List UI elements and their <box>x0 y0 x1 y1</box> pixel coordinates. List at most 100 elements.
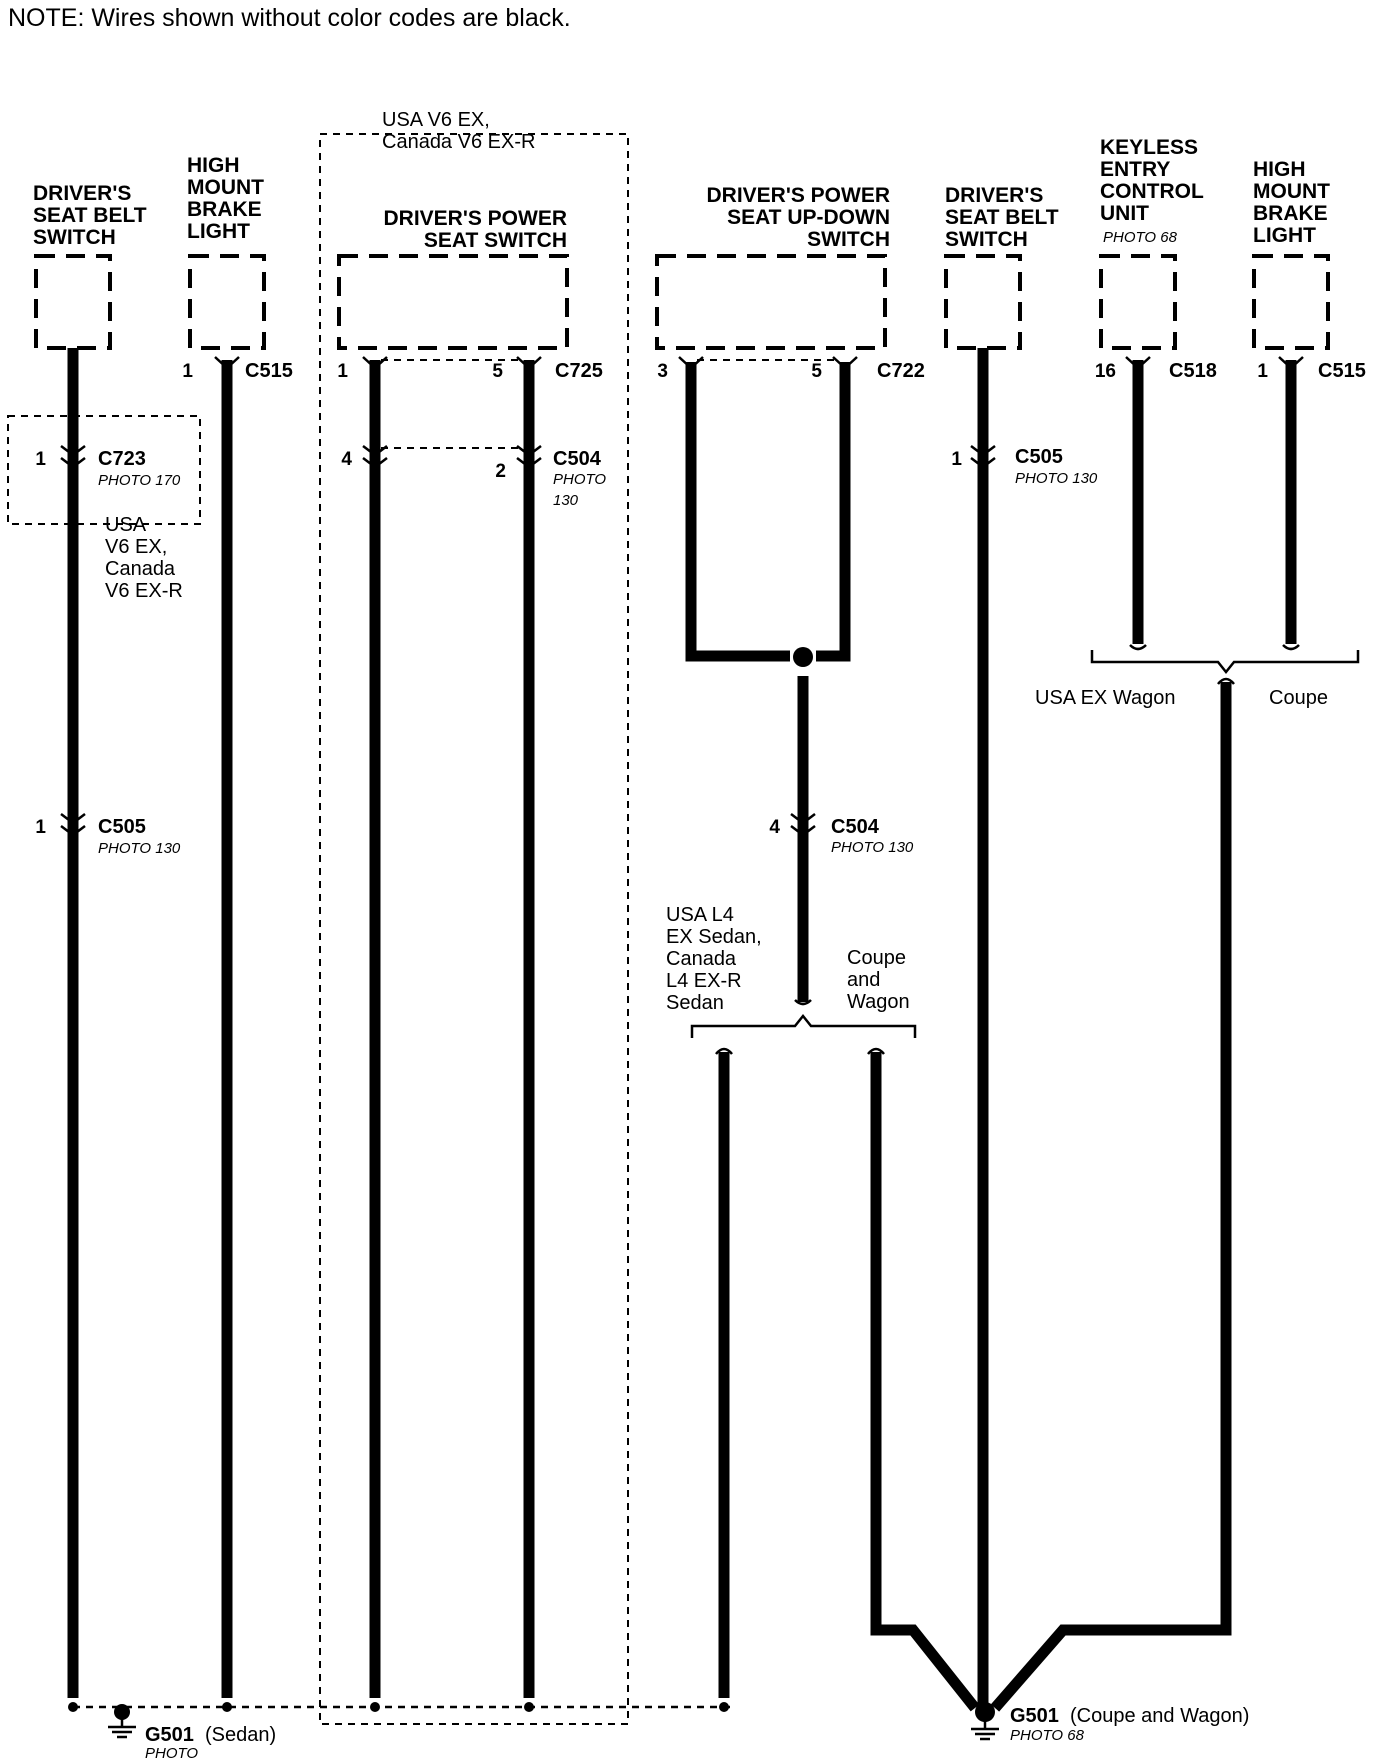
ground-sedan-desc: (Sedan) <box>205 1724 276 1746</box>
label-seat-belt-switch-right: DRIVER'S SEAT BELT SWITCH <box>945 184 1059 251</box>
svg-text:DRIVER'S: DRIVER'S <box>33 182 131 205</box>
conn-c723: C723 <box>98 448 146 470</box>
svg-text:SWITCH: SWITCH <box>33 226 116 249</box>
conn-c515-left: C515 <box>245 360 293 382</box>
svg-text:and: and <box>847 969 880 991</box>
svg-text:MOUNT: MOUNT <box>187 176 264 199</box>
c505-right-symbol <box>970 445 996 469</box>
svg-text:HIGH: HIGH <box>1253 158 1306 181</box>
svg-text:KEYLESS: KEYLESS <box>1100 136 1198 159</box>
svg-text:SEAT BELT: SEAT BELT <box>945 206 1059 229</box>
wire-coupe-wagon-branch <box>870 1052 980 1712</box>
wires <box>67 348 1297 1712</box>
option-coupe: Coupe <box>1269 687 1328 709</box>
svg-text:USA V6 EX,: USA V6 EX, <box>382 109 490 131</box>
ground-icon-sedan <box>108 1704 136 1739</box>
pin-c518: 16 <box>1095 361 1116 382</box>
seat-belt-switch-left-box <box>34 254 112 350</box>
ground-sedan-id: G501 <box>145 1724 194 1746</box>
svg-text:V6 EX-R: V6 EX-R <box>105 580 183 602</box>
svg-text:ENTRY: ENTRY <box>1100 158 1170 181</box>
svg-text:SWITCH: SWITCH <box>945 228 1028 251</box>
wire-up-down-pin5 <box>816 362 851 662</box>
ground-sedan-photo: PHOTO <box>145 1745 198 1758</box>
label-high-mount-brake-light-right: HIGH MOUNT BRAKE LIGHT <box>1253 158 1330 247</box>
pin-c504-b: 2 <box>495 461 506 482</box>
photo-c505-right: PHOTO 130 <box>1015 470 1098 487</box>
photo-c723: PHOTO 170 <box>98 472 181 489</box>
svg-text:Canada: Canada <box>105 558 176 580</box>
wire-wagon-coupe-merge <box>990 682 1232 1712</box>
svg-text:V6 EX,: V6 EX, <box>105 536 167 558</box>
svg-text:Wagon: Wagon <box>847 991 910 1013</box>
c723-option-region <box>7 415 201 525</box>
svg-text:BRAKE: BRAKE <box>187 198 262 221</box>
braces <box>690 644 1360 1055</box>
c722-pin3-symbol <box>678 356 704 370</box>
svg-text:SEAT UP-DOWN: SEAT UP-DOWN <box>727 206 890 229</box>
svg-text:Coupe: Coupe <box>847 947 906 969</box>
svg-text:DRIVER'S: DRIVER'S <box>945 184 1043 207</box>
pin-c504-mid: 4 <box>769 817 780 838</box>
svg-text:CONTROL: CONTROL <box>1100 180 1204 203</box>
pin-c504-a: 4 <box>341 449 352 470</box>
conn-c515-right: C515 <box>1318 360 1366 382</box>
ground-cw-photo: PHOTO 68 <box>1010 1727 1085 1744</box>
hmbl-right-wire-tail <box>1282 644 1300 651</box>
keyless-photo-ref: PHOTO 68 <box>1103 229 1178 246</box>
svg-text:Canada V6 EX-R: Canada V6 EX-R <box>382 131 535 153</box>
label-power-seat-option: USA V6 EX, Canada V6 EX-R <box>382 109 535 153</box>
high-mount-brake-light-right-box <box>1252 254 1330 350</box>
svg-text:MOUNT: MOUNT <box>1253 180 1330 203</box>
merge-wire-tail <box>1217 677 1235 685</box>
c723-symbol <box>60 445 86 469</box>
svg-text:HIGH: HIGH <box>187 154 240 177</box>
label-seat-up-down-switch: DRIVER'S POWER SEAT UP-DOWN SWITCH <box>706 184 890 251</box>
svg-text:LIGHT: LIGHT <box>187 220 250 243</box>
conn-c722: C722 <box>877 360 925 382</box>
svg-text:Canada: Canada <box>666 948 737 970</box>
pin-c723: 1 <box>35 449 46 470</box>
pin-c722-a: 3 <box>657 361 668 382</box>
photo-c504-a-line2: 130 <box>553 492 579 509</box>
svg-text:USA L4: USA L4 <box>666 904 734 926</box>
svg-text:USA: USA <box>105 514 147 536</box>
high-mount-brake-light-left-box <box>188 254 266 350</box>
c725-pin5-symbol <box>516 356 542 370</box>
option-c723-variant: USA V6 EX, Canada V6 EX-R <box>105 514 183 602</box>
seat-belt-switch-right-box <box>944 254 1022 350</box>
svg-text:EX Sedan,: EX Sedan, <box>666 926 762 948</box>
photo-c505-left: PHOTO 130 <box>98 840 181 857</box>
pin-c505-right: 1 <box>951 449 962 470</box>
ground-cw-id: G501 <box>1010 1705 1059 1727</box>
photo-c504-mid: PHOTO 130 <box>831 839 914 856</box>
svg-text:DRIVER'S POWER: DRIVER'S POWER <box>706 184 890 207</box>
c515-right-symbol <box>1278 356 1304 370</box>
c504-pin4-symbol <box>362 445 388 469</box>
conn-c725: C725 <box>555 360 603 382</box>
svg-text:BRAKE: BRAKE <box>1253 202 1328 225</box>
wagon-coupe-brace <box>1090 650 1360 675</box>
conn-c505-left: C505 <box>98 816 146 838</box>
c518-symbol <box>1125 356 1151 370</box>
connector-symbols <box>60 356 1304 837</box>
ground-icon-coupe-wagon <box>971 1702 999 1741</box>
pin-c515-left: 1 <box>182 361 193 382</box>
pin-c725-b: 5 <box>492 361 503 382</box>
common-wire-tail <box>794 999 812 1006</box>
svg-text:LIGHT: LIGHT <box>1253 224 1316 247</box>
option-coupe-and-wagon: Coupe and Wagon <box>847 947 910 1013</box>
coupe-wagon-wire-tail <box>867 1047 885 1055</box>
conn-c504-a: C504 <box>553 448 602 470</box>
svg-text:Sedan: Sedan <box>666 992 724 1014</box>
sedan-coupe-brace <box>690 1013 917 1038</box>
svg-text:SEAT SWITCH: SEAT SWITCH <box>424 229 567 252</box>
pin-c505-left: 1 <box>35 817 46 838</box>
keyless-wire-tail <box>1129 644 1147 651</box>
c725-pin1-symbol <box>362 356 388 370</box>
svg-text:SEAT BELT: SEAT BELT <box>33 204 147 227</box>
svg-text:DRIVER'S POWER: DRIVER'S POWER <box>383 207 567 230</box>
wire-up-down-pin3 <box>685 362 790 662</box>
conn-c518: C518 <box>1169 360 1217 382</box>
